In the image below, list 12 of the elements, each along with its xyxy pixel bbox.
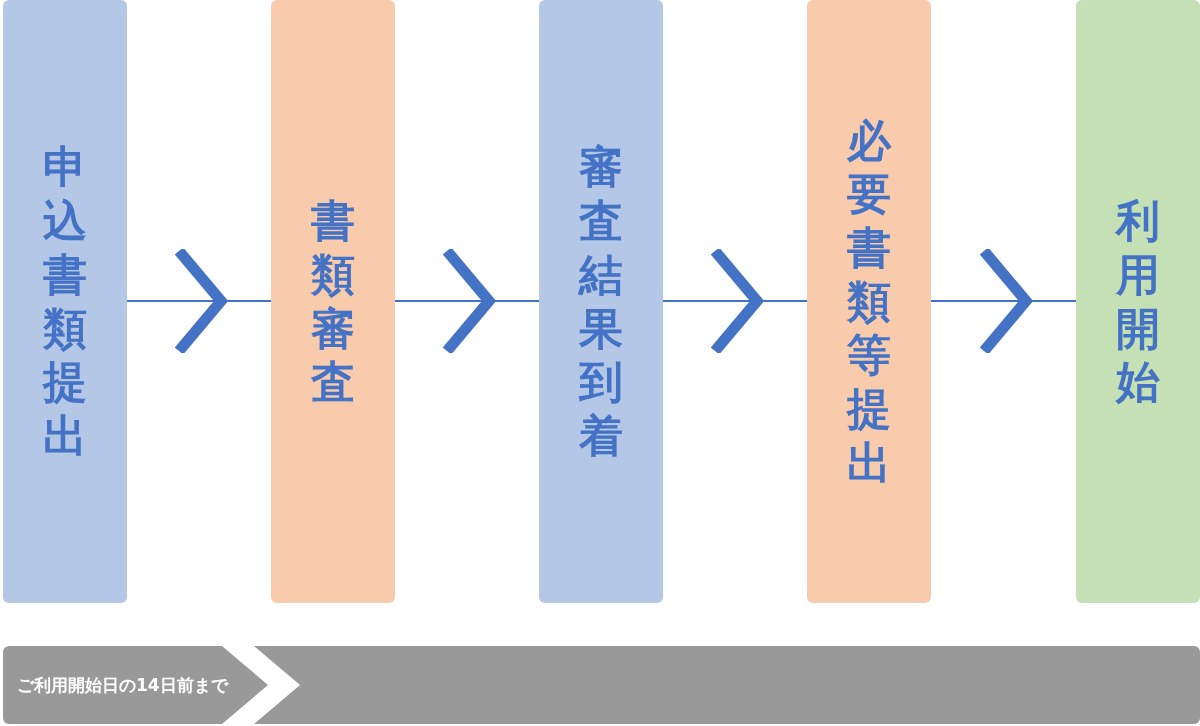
step-box <box>807 0 931 603</box>
step-label: 必要書類等提出 <box>847 113 891 490</box>
step-label: 利用開始 <box>1116 194 1160 409</box>
step-box <box>1076 0 1200 603</box>
step-box <box>539 0 663 603</box>
timeline-band <box>3 646 1200 724</box>
step-label: 書類審査 <box>311 194 355 409</box>
step-label: 申込書類提出 <box>43 140 87 463</box>
step-box <box>3 0 127 603</box>
step-box <box>271 0 395 603</box>
step-label: 審査結果到着 <box>579 140 623 463</box>
deadline-label: ご利用開始日の14日前まで <box>17 673 228 697</box>
